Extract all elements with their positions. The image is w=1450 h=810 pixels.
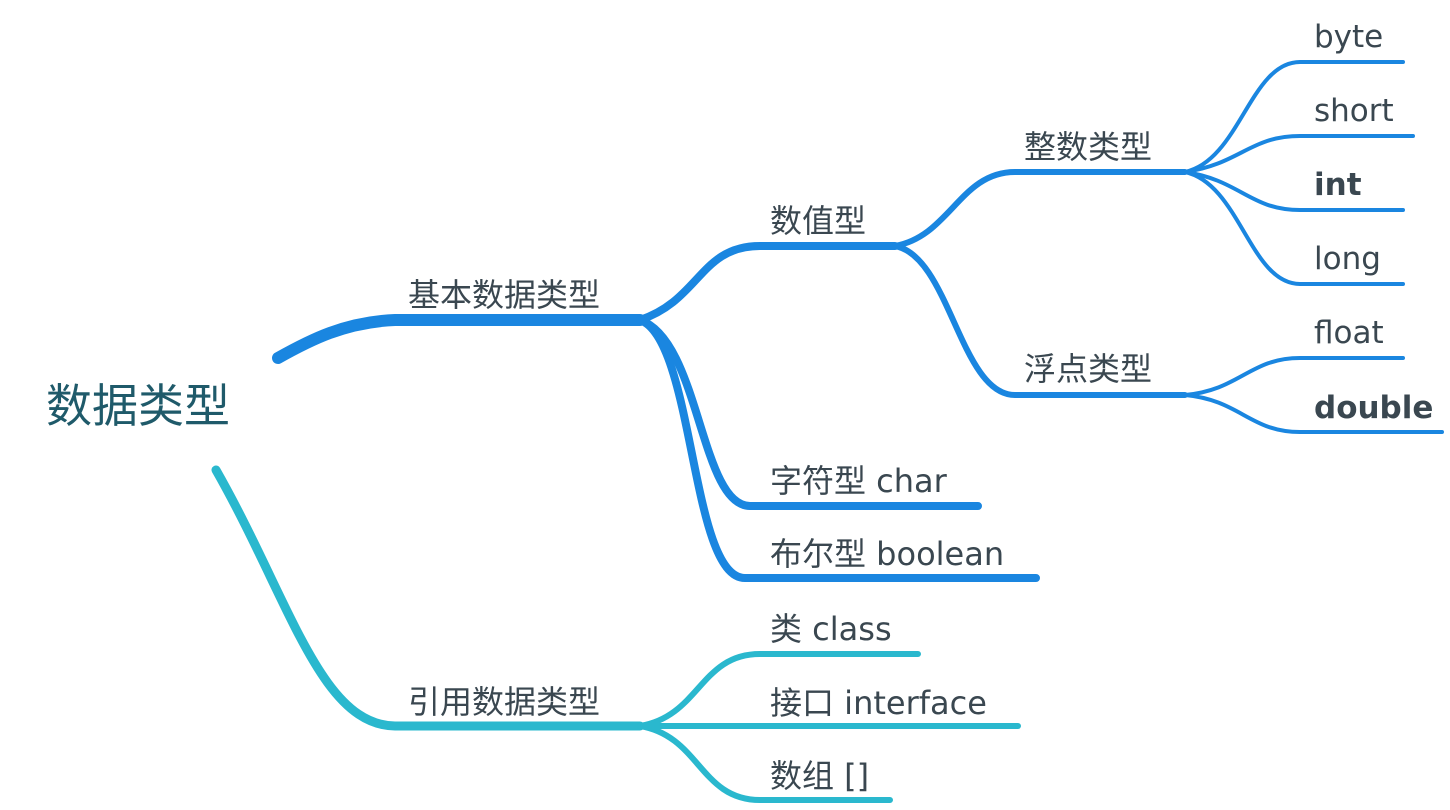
leaf-long: long	[1314, 241, 1381, 277]
edge-floating-double	[1183, 393, 1444, 434]
reference-array-node: 数组 []	[770, 757, 869, 795]
edge-integer-short	[1183, 134, 1415, 174]
reference-interface-node: 接口 interface	[770, 684, 987, 722]
edge-root-reference	[211, 465, 645, 731]
boolean-node: 布尔型 boolean	[770, 535, 1004, 573]
leaf-short: short	[1314, 93, 1394, 129]
reference-node: 引用数据类型	[408, 683, 600, 721]
edge-reference-array	[637, 723, 893, 803]
reference-class-node: 类 class	[770, 610, 892, 648]
edge-numeric-floating	[892, 243, 1188, 398]
leaf-double: double	[1314, 390, 1433, 426]
edge-primitive-numeric	[636, 242, 899, 324]
primitive-node: 基本数据类型	[408, 276, 600, 314]
root-node: 数据类型	[46, 379, 230, 433]
edge-numeric-integer	[892, 169, 1188, 249]
edge-floating-float	[1183, 356, 1405, 397]
edge-integer-int	[1183, 170, 1405, 212]
char-node: 字符型 char	[770, 462, 948, 500]
edge-root-primitive	[272, 314, 646, 364]
integer-node: 整数类型	[1024, 128, 1152, 166]
edge-integer-long	[1183, 170, 1405, 286]
leaf-float: float	[1314, 315, 1384, 351]
edge-reference-class	[637, 651, 921, 729]
edge-primitive-boolean	[636, 316, 1040, 582]
edge-integer-byte	[1183, 60, 1405, 174]
leaf-byte: byte	[1314, 19, 1383, 55]
leaf-int: int	[1314, 167, 1362, 203]
floating-node: 浮点类型	[1024, 350, 1152, 388]
numeric-node: 数值型	[770, 202, 866, 240]
